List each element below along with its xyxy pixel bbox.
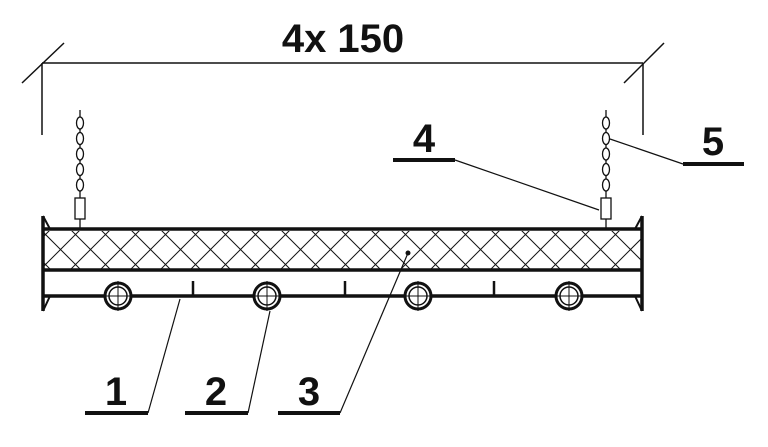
callout-4: 4 — [413, 117, 436, 161]
hatch-line — [0, 229, 21, 270]
chains — [74, 110, 612, 229]
callout-2: 2 — [205, 370, 227, 414]
hatch-line — [400, 231, 440, 269]
callout-3: 3 — [298, 370, 320, 414]
leader-2 — [247, 310, 271, 414]
hatch-line — [70, 231, 110, 269]
hatch-line — [580, 231, 620, 269]
hanger-clamp — [600, 197, 612, 220]
tick-left — [21, 42, 65, 84]
chain-hanger — [74, 110, 86, 229]
pipes — [103, 281, 584, 311]
leader-3 — [339, 252, 409, 414]
hatch-line — [250, 231, 290, 269]
chain-link — [75, 162, 85, 177]
hatch-line — [550, 231, 590, 269]
hatch-line — [370, 231, 410, 269]
chain-link — [601, 131, 611, 146]
hatch-line — [460, 231, 500, 269]
chain-link — [601, 178, 611, 192]
hatch-line — [640, 229, 681, 270]
hatch-line — [130, 231, 170, 269]
hatch-line — [490, 231, 530, 269]
leader-3-dot — [405, 250, 411, 256]
chain-link — [601, 162, 611, 177]
dimension-label: 4x 150 — [282, 17, 404, 61]
hatch-line — [430, 231, 470, 269]
chain-link — [75, 131, 85, 146]
hanger-clamp — [74, 197, 86, 220]
pipe — [554, 281, 584, 311]
profile-ticks — [191, 281, 496, 296]
flange-right — [634, 215, 643, 312]
chain-link — [75, 178, 85, 192]
callout-1: 1 — [105, 370, 127, 414]
pipe — [103, 281, 133, 311]
chain-link — [75, 147, 85, 161]
flange-left — [42, 215, 51, 312]
panel — [0, 215, 711, 312]
hatch-line — [190, 231, 230, 269]
pipe — [403, 281, 433, 311]
hatch-line — [640, 268, 641, 269]
hatch-line — [100, 231, 140, 269]
hatch-line — [520, 231, 560, 269]
leader-1 — [147, 298, 181, 414]
hatch-line — [340, 231, 380, 269]
chain-link — [601, 147, 611, 161]
leader-4 — [454, 159, 600, 211]
tick-right — [623, 42, 665, 84]
callout-5: 5 — [702, 120, 724, 164]
hatch-line — [0, 229, 21, 270]
dimension — [21, 42, 665, 135]
insulation-hatch — [0, 229, 711, 270]
pipe — [252, 281, 282, 311]
hatch-line — [160, 231, 200, 269]
hatch-line — [44, 231, 80, 267]
hatch-line — [220, 231, 260, 269]
hatch-line — [670, 229, 711, 270]
hatch-line — [610, 238, 641, 269]
chain-link — [75, 116, 85, 130]
chain-link — [601, 116, 611, 130]
hatch-line — [310, 231, 350, 269]
hatch-line — [670, 229, 711, 270]
leader-5 — [609, 138, 684, 165]
chain-hanger — [600, 110, 612, 229]
hatch-line — [280, 231, 320, 269]
